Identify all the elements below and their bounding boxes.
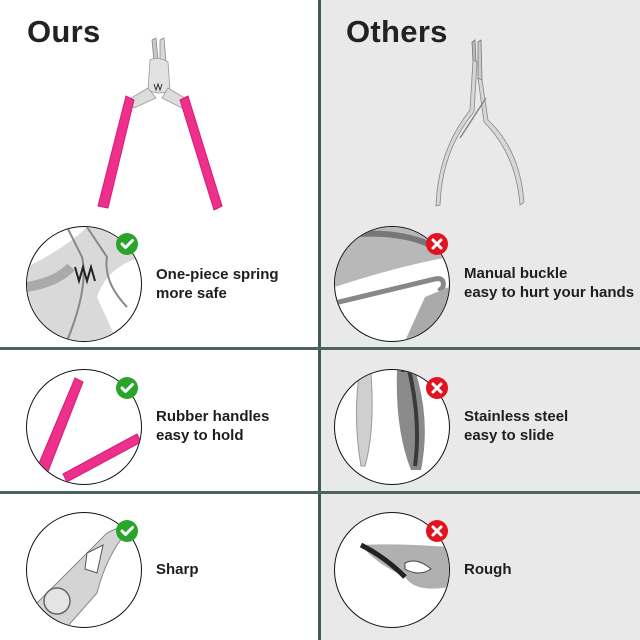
spring-closeup-image: [26, 226, 142, 342]
feature-line: Rubber handles: [156, 408, 270, 425]
feature-line: easy to hold: [156, 427, 244, 444]
feature-text-rubber: Rubber handles easy to hold: [156, 407, 269, 445]
others-nipper-image: [435, 39, 525, 207]
feature-text-steel: Stainless steel easy to slide: [464, 407, 568, 445]
row-divider-2: [0, 491, 640, 494]
feature-line: Sharp: [156, 561, 199, 578]
check-icon: [116, 520, 138, 542]
feature-text-spring: One-piece spring more safe: [156, 265, 279, 303]
ours-title: Ours: [27, 14, 101, 49]
feature-line: Stainless steel: [464, 408, 569, 425]
feature-line: easy to hurt your hands: [464, 284, 635, 301]
cross-icon: [426, 520, 448, 542]
feature-text-buckle: Manual buckle easy to hurt your hands: [464, 264, 634, 302]
feature-line: easy to slide: [464, 427, 555, 444]
row-divider-1: [0, 347, 640, 350]
others-title: Others: [346, 14, 448, 49]
check-icon: [116, 233, 138, 255]
cross-icon: [426, 377, 448, 399]
check-icon: [116, 377, 138, 399]
feature-text-sharp: Sharp: [156, 560, 199, 579]
feature-line: Rough: [464, 561, 512, 578]
feature-line: more safe: [156, 285, 227, 302]
vertical-divider: [318, 0, 321, 640]
cross-icon: [426, 233, 448, 255]
rough-tip-closeup-image: [334, 512, 450, 628]
feature-line: Manual buckle: [464, 265, 568, 282]
ours-nipper-image: [97, 37, 223, 211]
feature-text-rough: Rough: [464, 560, 511, 579]
feature-line: One-piece spring: [156, 266, 279, 283]
